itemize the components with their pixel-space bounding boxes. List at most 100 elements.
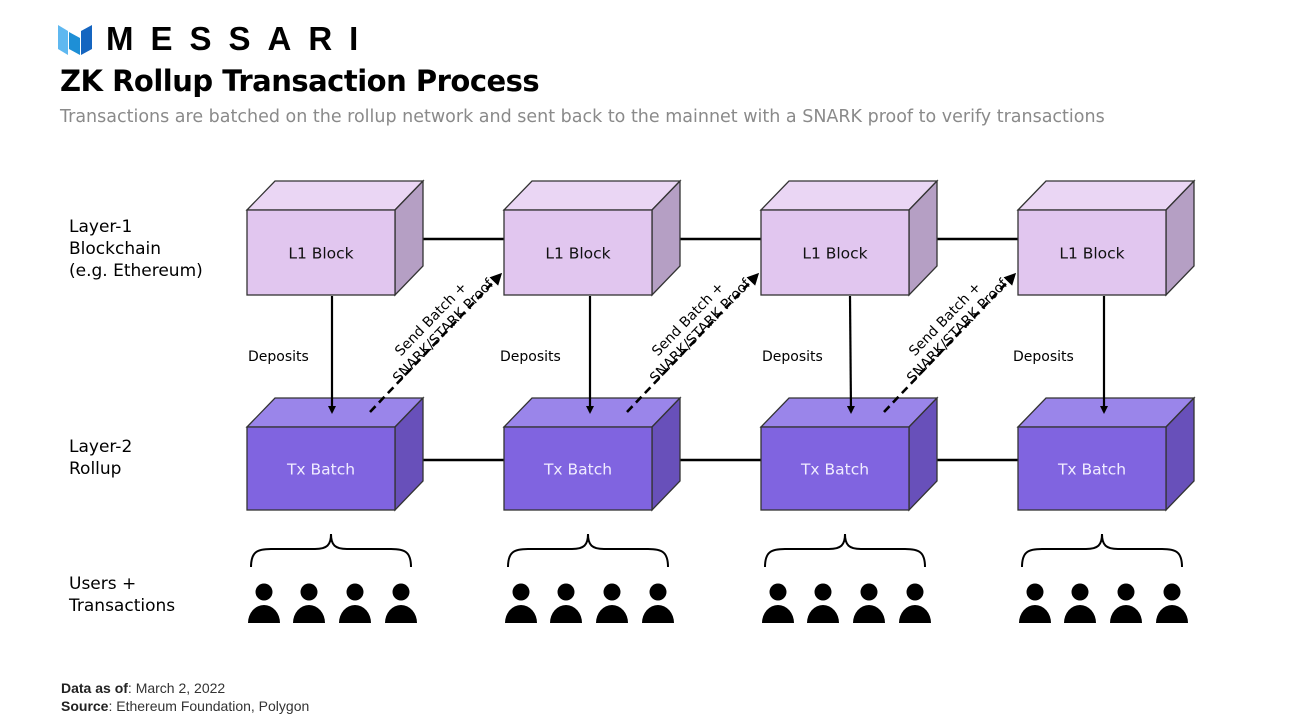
row-label-layer1: Layer-1 Blockchain (e.g. Ethereum) xyxy=(69,216,203,282)
user-head xyxy=(392,583,410,601)
user-head xyxy=(1071,583,1089,601)
row-label-line: Blockchain xyxy=(69,239,162,259)
data-as-of: Data as of: March 2, 2022 xyxy=(61,680,225,696)
cube-front-face xyxy=(246,426,396,511)
cube-top-face xyxy=(502,397,682,428)
tx-batch: Tx Batch xyxy=(245,396,425,512)
user-body xyxy=(596,605,628,623)
messari-logo-icon xyxy=(58,25,92,55)
user-icon xyxy=(385,583,417,623)
user-body xyxy=(385,605,417,623)
users-brace xyxy=(250,533,412,568)
users-group xyxy=(505,583,674,623)
cube-top-face xyxy=(1016,180,1196,211)
user-body xyxy=(642,605,674,623)
users-brace xyxy=(764,533,926,568)
user-icon xyxy=(596,583,628,623)
row-label-line: (e.g. Ethereum) xyxy=(69,261,203,281)
user-head xyxy=(557,583,575,601)
user-head xyxy=(255,583,273,601)
users-group xyxy=(248,583,417,623)
data-as-of-label: Data as of xyxy=(61,680,128,696)
cube-label: Tx Batch xyxy=(286,461,355,479)
user-body xyxy=(248,605,280,623)
deposits-label: Deposits xyxy=(1013,349,1074,365)
user-icon xyxy=(762,583,794,623)
cube-label: L1 Block xyxy=(1059,245,1124,263)
cube-label: L1 Block xyxy=(288,245,353,263)
source-value: : Ethereum Foundation, Polygon xyxy=(108,698,310,714)
deposits-label: Deposits xyxy=(248,349,309,365)
user-body xyxy=(807,605,839,623)
user-body xyxy=(853,605,885,623)
brand-name: MESSARI xyxy=(106,20,376,57)
user-body xyxy=(550,605,582,623)
cube-top-face xyxy=(759,397,939,428)
cube-front-face xyxy=(1017,209,1167,296)
user-body xyxy=(899,605,931,623)
cube-top-face xyxy=(502,180,682,211)
user-body xyxy=(762,605,794,623)
tx-batch: Tx Batch xyxy=(759,396,939,512)
user-head xyxy=(346,583,364,601)
user-head xyxy=(512,583,530,601)
row-label-line: Layer-2 xyxy=(69,437,133,457)
user-body xyxy=(1110,605,1142,623)
deposits-label: Deposits xyxy=(762,349,823,365)
row-label-users: Users + Transactions xyxy=(69,573,175,617)
user-head xyxy=(1117,583,1135,601)
user-icon xyxy=(899,583,931,623)
user-head xyxy=(860,583,878,601)
users-brace xyxy=(507,533,669,568)
cube-front-face xyxy=(760,426,910,511)
user-icon xyxy=(807,583,839,623)
row-label-line: Rollup xyxy=(69,459,122,479)
deposits-label: Deposits xyxy=(500,349,561,365)
cube-front-face xyxy=(246,209,396,296)
cube-top-face xyxy=(759,180,939,211)
cube-front-face xyxy=(760,209,910,296)
user-body xyxy=(293,605,325,623)
l1-block: L1 Block xyxy=(502,179,682,297)
user-body xyxy=(1156,605,1188,623)
tx-batch: Tx Batch xyxy=(1016,396,1196,512)
user-head xyxy=(1026,583,1044,601)
cube-top-face xyxy=(245,180,425,211)
proof-label-line: SNARK/STARK Proof xyxy=(390,275,498,386)
row-label-line: Users + xyxy=(69,574,137,594)
source-label: Source xyxy=(61,698,109,714)
proof-arrow xyxy=(626,272,760,413)
cube-label: Tx Batch xyxy=(800,461,869,479)
user-head xyxy=(1163,583,1181,601)
messari-logo: MESSARI xyxy=(58,22,375,56)
row-label-line: Layer-1 xyxy=(69,217,133,237)
cube-label: L1 Block xyxy=(802,245,867,263)
users-group xyxy=(762,583,931,623)
proof-label-line: SNARK/STARK Proof xyxy=(904,275,1012,386)
user-head xyxy=(906,583,924,601)
user-icon xyxy=(853,583,885,623)
user-body xyxy=(1064,605,1096,623)
proof-arrow xyxy=(883,272,1017,413)
user-icon xyxy=(339,583,371,623)
cube-front-face xyxy=(503,209,653,296)
user-body xyxy=(339,605,371,623)
users-brace xyxy=(1021,533,1183,568)
proof-label-line: SNARK/STARK Proof xyxy=(647,275,755,386)
users-group xyxy=(1019,583,1188,623)
l1-block: L1 Block xyxy=(1016,179,1196,297)
user-head xyxy=(649,583,667,601)
source: Source: Ethereum Foundation, Polygon xyxy=(61,698,309,714)
l1-block: L1 Block xyxy=(245,179,425,297)
cube-top-face xyxy=(245,397,425,428)
row-label-line: Transactions xyxy=(69,596,176,616)
user-icon xyxy=(1019,583,1051,623)
user-icon xyxy=(248,583,280,623)
page-title: ZK Rollup Transaction Process xyxy=(60,64,540,98)
user-head xyxy=(769,583,787,601)
user-icon xyxy=(642,583,674,623)
user-icon xyxy=(1110,583,1142,623)
data-as-of-value: : March 2, 2022 xyxy=(127,680,226,696)
l1-block: L1 Block xyxy=(759,179,939,297)
